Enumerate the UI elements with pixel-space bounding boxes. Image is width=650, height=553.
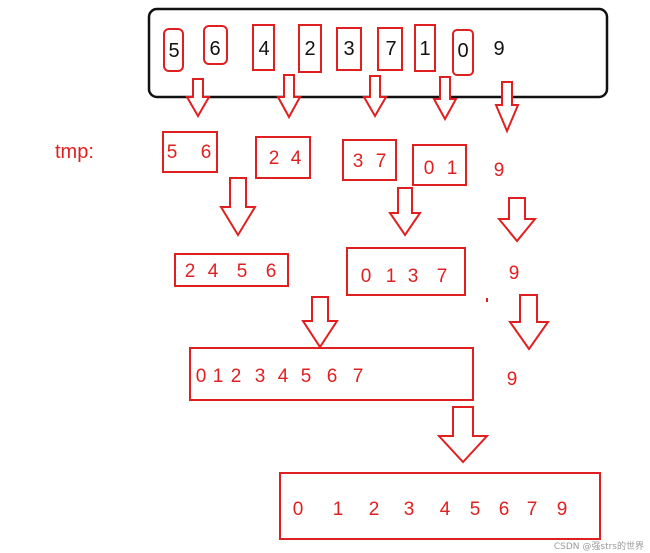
down-arrow-icon [388, 187, 422, 237]
level3-digit: 0 [196, 366, 207, 387]
down-arrow-icon [496, 197, 538, 243]
level2-digit: 2 [185, 261, 196, 282]
level1-digit: 5 [167, 142, 178, 163]
input-digit-box-1 [414, 24, 436, 72]
input-digit-box-5 [163, 28, 184, 72]
level2-digit: 0 [361, 266, 372, 287]
input-digit-box-0 [452, 29, 474, 76]
input-digit: 5 [168, 40, 179, 62]
watermark: CSDN @强strs的世界 [554, 540, 644, 552]
level3-digit: 6 [327, 366, 338, 387]
level2-group-a-box [174, 253, 289, 287]
level1-digit: 7 [376, 151, 387, 172]
level2-digit: 7 [437, 266, 448, 287]
level2-digit: 4 [208, 261, 219, 282]
result-box [279, 472, 601, 540]
result-digit: 7 [527, 499, 538, 520]
level1-group-d-box [412, 144, 467, 186]
level3-digit: 5 [301, 366, 312, 387]
level3-digit: 3 [255, 366, 266, 387]
input-digit: 9 [493, 38, 504, 60]
down-arrow-icon [508, 294, 550, 351]
input-digit: 6 [209, 38, 220, 60]
input-digit-box-7 [377, 27, 403, 71]
result-digit: 0 [293, 499, 304, 520]
result-digit: 3 [404, 499, 415, 520]
level1-digit: 3 [353, 151, 364, 172]
level2-digit: 3 [408, 266, 419, 287]
level2-leftover: 9 [509, 263, 520, 284]
level1-group-a-box [162, 131, 218, 173]
level3-digit: 1 [213, 366, 224, 387]
down-arrow-icon [432, 76, 458, 122]
stray-mark [486, 298, 488, 302]
down-arrow-icon [494, 81, 520, 134]
level3-leftover: 9 [507, 369, 518, 390]
down-arrow-icon [185, 78, 211, 118]
level1-digit: 6 [201, 142, 212, 163]
input-digit-box-6 [203, 25, 228, 65]
input-digit: 4 [258, 38, 269, 60]
level3-digit: 2 [231, 366, 242, 387]
result-digit: 1 [333, 499, 344, 520]
level1-group-c-box [342, 139, 397, 181]
down-arrow-icon [362, 75, 388, 118]
level1-digit: 1 [447, 158, 458, 179]
level2-group-b-box [346, 247, 466, 296]
level1-digit: 2 [269, 148, 280, 169]
level1-group-b-box [255, 136, 311, 179]
tmp-label: tmp: [55, 141, 94, 163]
result-digit: 5 [470, 499, 481, 520]
input-digit-box-4 [252, 24, 275, 71]
down-arrow-icon [276, 74, 302, 120]
down-arrow-icon [219, 177, 257, 237]
input-digit: 7 [385, 38, 396, 60]
down-arrow-icon [301, 296, 339, 349]
level2-digit: 6 [266, 261, 277, 282]
input-digit-box-3 [336, 27, 362, 71]
input-digit: 3 [343, 38, 354, 60]
input-digit-box-2 [298, 24, 322, 73]
result-digit: 6 [499, 499, 510, 520]
input-digit: 0 [457, 40, 468, 62]
level3-digit: 4 [278, 366, 289, 387]
level1-digit: 4 [291, 148, 302, 169]
result-digit: 4 [440, 499, 451, 520]
down-arrow-icon [436, 406, 490, 464]
level3-digit: 7 [353, 366, 364, 387]
level1-digit: 0 [424, 158, 435, 179]
level1-leftover: 9 [494, 160, 505, 181]
input-digit: 2 [304, 38, 315, 60]
level2-digit: 1 [386, 266, 397, 287]
result-digit: 2 [369, 499, 380, 520]
input-digit: 1 [419, 38, 430, 60]
result-digit: 9 [557, 499, 568, 520]
level2-digit: 5 [237, 261, 248, 282]
level3-group-a-box [189, 347, 474, 401]
